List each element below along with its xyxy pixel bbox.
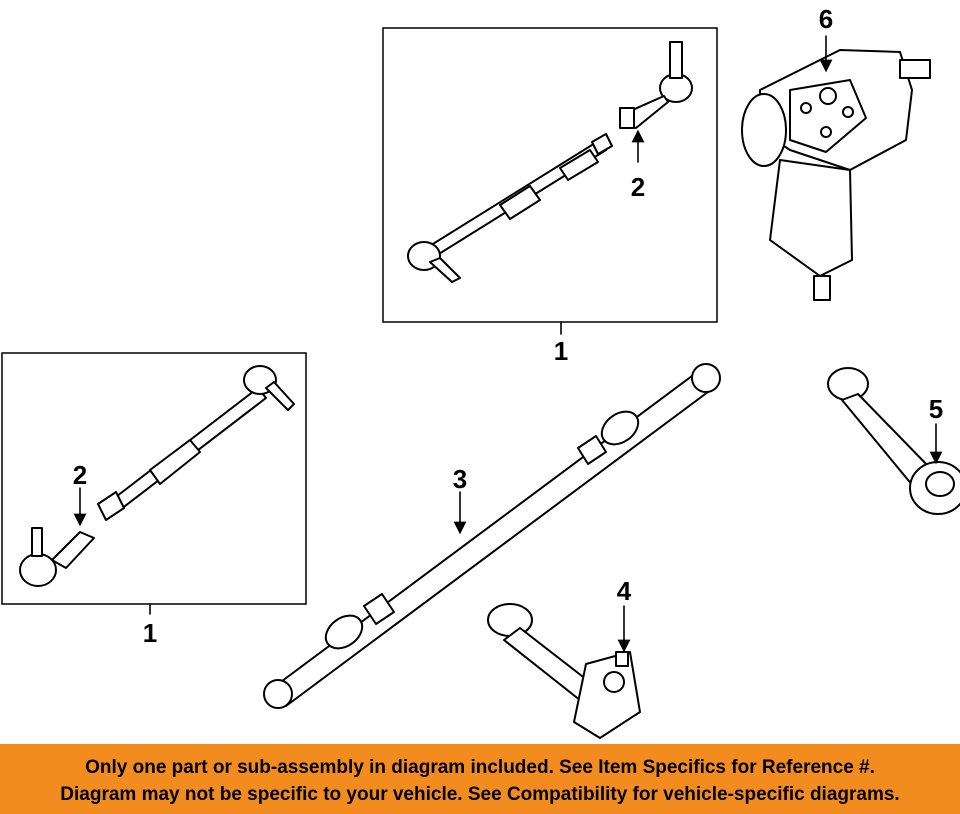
idler-arm-drawing: [487, 603, 641, 739]
steering-gear-callout: 6: [819, 4, 833, 34]
tie-rod-left-drawing: [19, 365, 295, 587]
pitman-arm-callout: 5: [929, 394, 943, 424]
tie-rod-upper-drawing: [407, 41, 693, 283]
center-link-drawing: [263, 363, 721, 709]
tie-rod-upper-callout: 1: [554, 336, 568, 366]
tie-rod-end-upper-callout: 2: [631, 172, 645, 202]
parts-diagram: 2 1 6 2 1 3: [1, 4, 960, 739]
pitman-arm-drawing: [827, 367, 960, 515]
tie-rod-end-left-callout: 2: [73, 460, 87, 490]
disclaimer-line-2: Diagram may not be specific to your vehi…: [60, 784, 900, 805]
tie-rod-left-callout: 1: [143, 618, 157, 648]
idler-arm-callout: 4: [617, 576, 632, 606]
tie-rod-left-box: [1, 352, 307, 605]
tie-rod-upper-box: [382, 27, 718, 323]
steering-gear-drawing: [741, 49, 931, 301]
center-link-callout: 3: [453, 464, 467, 494]
disclaimer-banner: Only one part or sub-assembly in diagram…: [0, 744, 960, 814]
disclaimer-line-1: Only one part or sub-assembly in diagram…: [85, 757, 875, 778]
